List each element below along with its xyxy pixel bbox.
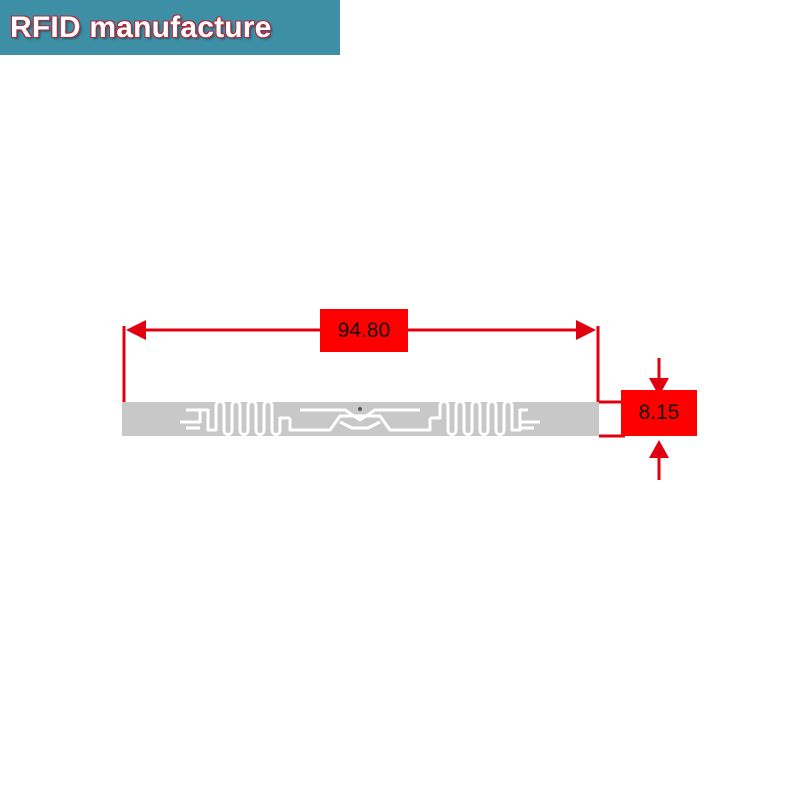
chip-dot xyxy=(358,407,362,411)
antenna-pattern xyxy=(180,400,540,436)
banner-title: RFID manufacture xyxy=(10,10,272,44)
width-arrow-top xyxy=(649,378,669,396)
rfid-inlay-icon xyxy=(122,400,599,436)
length-label-box xyxy=(320,309,408,352)
length-arrow-left xyxy=(126,320,146,340)
width-label-box xyxy=(621,390,697,436)
length-arrow-right xyxy=(576,320,596,340)
width-arrow-bottom xyxy=(649,440,669,458)
width-label: 8.15 xyxy=(638,401,680,424)
length-label: 94.80 xyxy=(337,318,391,342)
width-dimension xyxy=(599,358,669,480)
length-dimension xyxy=(122,320,600,402)
title-banner: RFID manufacture xyxy=(0,0,340,55)
